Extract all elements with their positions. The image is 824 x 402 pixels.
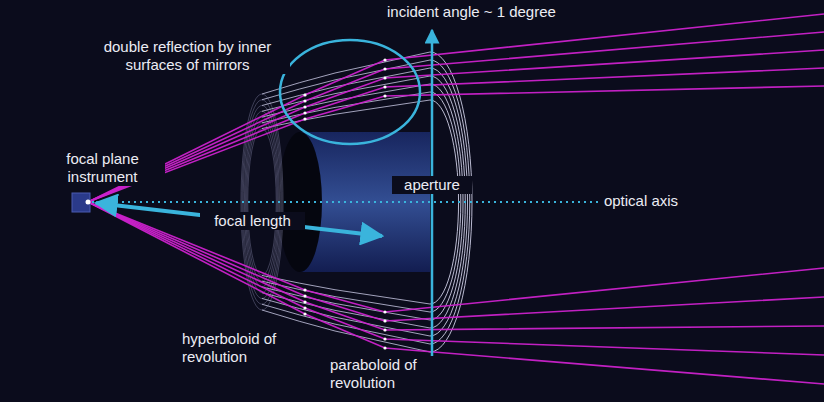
reflection-note: double reflection by inner surfaces of m… [85,38,290,74]
reflection-point [303,312,306,315]
reflection-point [303,117,306,120]
highlight-ellipse [280,40,420,144]
reflection-point [303,288,306,291]
focal-plane-detector [72,193,90,212]
angle-label: incident angle ~ 1 degree [385,3,615,21]
x-ray [88,202,824,312]
focal-length-arrow [96,203,382,236]
reflection-point [303,99,306,102]
x-ray [88,68,824,202]
reflection-point [383,67,386,70]
x-ray [88,202,824,384]
axis-label: optical axis [600,192,682,210]
reflection-point [383,346,386,349]
reflection-point [303,306,306,309]
optical-axis-line [92,201,605,203]
reflection-point [383,337,386,340]
shell-profile [262,287,430,320]
reflection-point [303,294,306,297]
hyperboloid-label: hyperboloid of revolution [180,330,305,366]
reflection-point [303,300,306,303]
x-ray [88,202,824,330]
reflection-point [303,105,306,108]
paraboloid-label: paraboloid of revolution [328,356,446,392]
reflection-point [383,94,386,97]
shell-profile [262,281,430,312]
aperture-label: aperture [392,176,472,194]
reflection-point [383,58,386,61]
focal-length-label: focal length [200,212,305,230]
reflection-point [383,328,386,331]
reflection-point [383,76,386,79]
reflection-point [383,85,386,88]
reflection-point [383,310,386,313]
reflection-point [383,319,386,322]
x-ray [88,202,824,321]
inner-cylinder [278,132,430,272]
reflection-point [303,111,306,114]
shell-profile [262,84,430,117]
reflection-point [303,93,306,96]
aperture-arrow [431,30,434,372]
instrument-label: focal plane instrument [40,150,165,186]
x-ray [88,86,824,202]
focal-point [86,200,91,205]
